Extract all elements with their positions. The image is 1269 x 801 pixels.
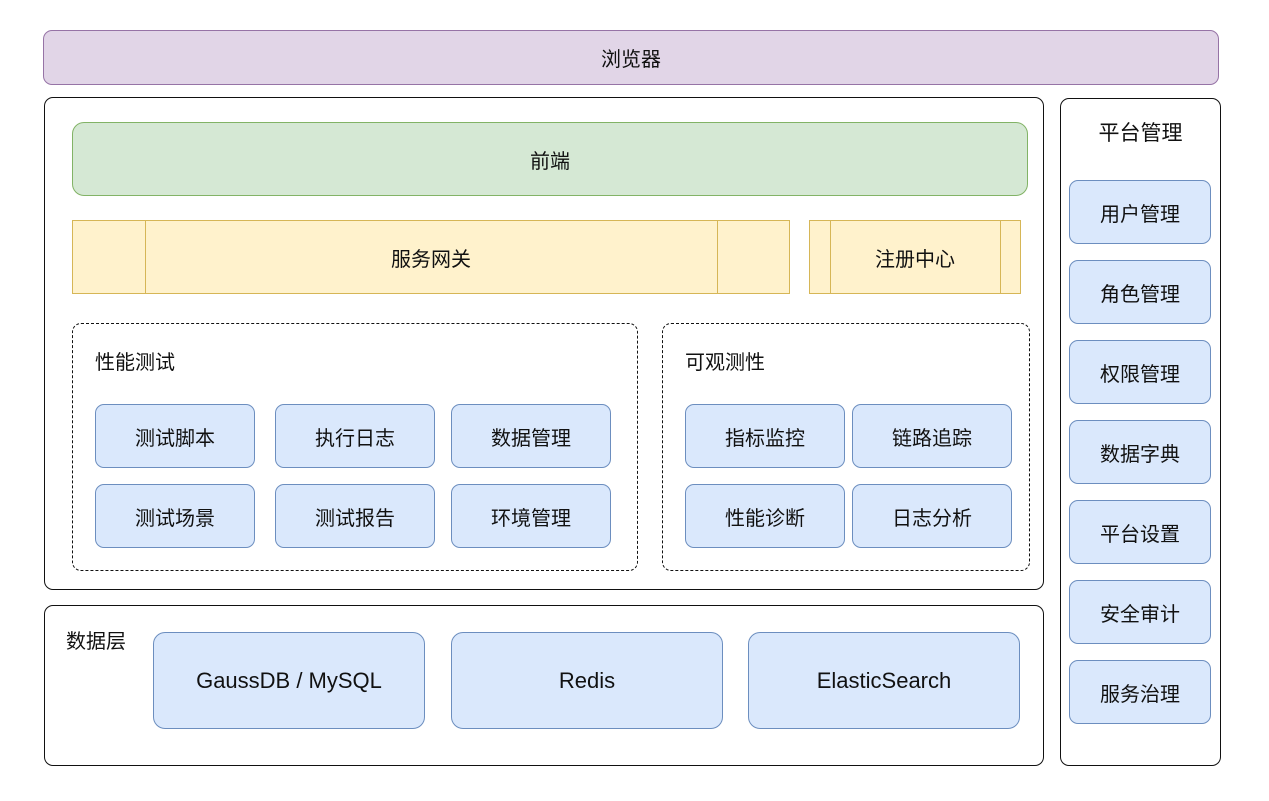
browser-label: 浏览器 [601,47,661,71]
module-log-analysis: 日志分析 [852,484,1012,548]
service-gateway-label: 服务网关 [391,246,471,271]
module-test-report: 测试报告 [275,484,435,548]
registry-center: 注册中心 [809,220,1021,294]
gateway-left-bar [145,221,146,293]
module-data-management: 数据管理 [451,404,611,468]
module-performance-diagnosis: 性能诊断 [685,484,845,548]
module-metrics-monitoring: 指标监控 [685,404,845,468]
gateway-right-bar [717,221,718,293]
performance-testing-group: 性能测试 测试脚本 执行日志 数据管理 测试场景 测试报告 环境管理 [72,323,638,571]
registry-center-label: 注册中心 [875,246,955,271]
registry-left-bar [830,221,831,293]
platform-permission-management: 权限管理 [1069,340,1211,404]
platform-data-dictionary: 数据字典 [1069,420,1211,484]
store-redis: Redis [451,632,723,729]
observability-group: 可观测性 指标监控 链路追踪 性能诊断 日志分析 [662,323,1030,571]
registry-right-bar [1000,221,1001,293]
store-gaussdb-mysql: GaussDB / MySQL [153,632,425,729]
observability-title: 可观测性 [685,350,765,374]
performance-testing-title: 性能测试 [95,350,175,374]
module-test-script: 测试脚本 [95,404,255,468]
data-layer-title: 数据层 [66,629,126,653]
platform-security-audit: 安全审计 [1069,580,1211,644]
store-elasticsearch: ElasticSearch [748,632,1020,729]
module-execution-log: 执行日志 [275,404,435,468]
frontend-layer: 前端 [72,122,1028,196]
browser-layer: 浏览器 [43,30,1219,85]
platform-settings: 平台设置 [1069,500,1211,564]
platform-service-governance: 服务治理 [1069,660,1211,724]
platform-role-management: 角色管理 [1069,260,1211,324]
frontend-label: 前端 [530,148,570,173]
platform-management-title: 平台管理 [1098,121,1183,145]
module-environment-management: 环境管理 [451,484,611,548]
platform-user-management: 用户管理 [1069,180,1211,244]
module-test-scenario: 测试场景 [95,484,255,548]
service-gateway: 服务网关 [72,220,790,294]
module-tracing: 链路追踪 [852,404,1012,468]
